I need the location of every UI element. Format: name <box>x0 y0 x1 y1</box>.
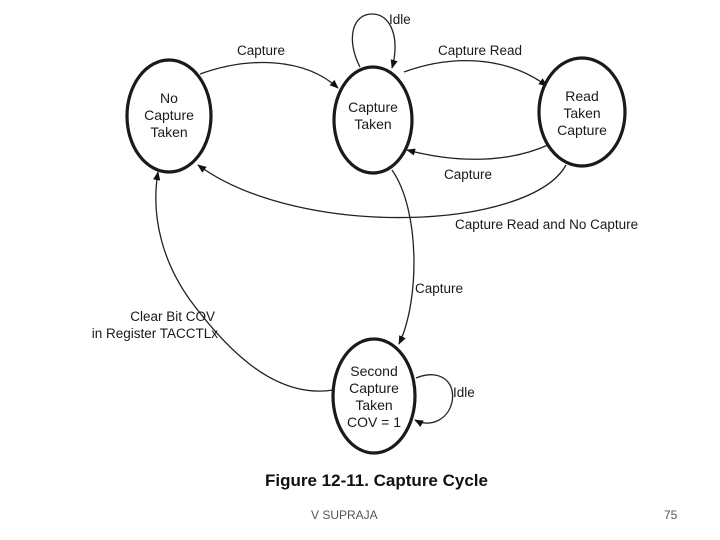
label-capture-down: Capture <box>415 281 463 296</box>
label-idle-bottom: Idle <box>453 385 475 400</box>
state-capture-taken-line-1: Capture <box>348 99 398 115</box>
state-no-capture-line-3: Taken <box>150 124 187 140</box>
state-capture-taken-line-2: Taken <box>354 116 391 132</box>
state-second-capture-line-4: COV = 1 <box>347 414 401 430</box>
label-clear-cov-line-1: Clear Bit COV <box>130 309 215 324</box>
footer-page-number: 75 <box>664 508 678 522</box>
edge-clear-cov <box>153 171 334 392</box>
edge-capture-1 <box>199 61 339 89</box>
label-capture-1: Capture <box>237 43 285 58</box>
footer-author: V SUPRAJA <box>311 508 378 522</box>
state-second-capture-line-2: Capture <box>349 380 399 396</box>
state-read-taken-line-3: Capture <box>557 122 607 138</box>
label-capture-back: Capture <box>444 167 492 182</box>
edge-capture-back <box>406 144 549 160</box>
state-read-taken-line-2: Taken <box>563 105 600 121</box>
edge-idle-top-loop <box>351 13 398 69</box>
label-capture-read: Capture Read <box>438 43 522 58</box>
label-idle-top: Idle <box>389 12 411 27</box>
figure-caption: Figure 12-11. Capture Cycle <box>265 471 488 490</box>
edge-idle-bottom-loop <box>414 374 454 427</box>
state-read-taken-capture: Read Taken Capture <box>537 56 627 168</box>
edge-capture-down <box>391 169 415 345</box>
edge-capture-read <box>403 60 548 87</box>
edge-capture-read-no-capture <box>197 164 567 219</box>
state-second-capture-taken: Second Capture Taken COV = 1 <box>331 337 417 455</box>
state-capture-taken: Capture Taken <box>332 65 414 175</box>
state-no-capture-line-1: No <box>160 90 178 106</box>
state-second-capture-line-1: Second <box>350 363 397 379</box>
label-clear-cov-line-2: in Register TACCTLx <box>92 326 219 341</box>
state-no-capture-line-2: Capture <box>144 107 194 123</box>
label-capture-read-no-capture: Capture Read and No Capture <box>455 217 638 232</box>
state-no-capture-taken: No Capture Taken <box>125 58 213 174</box>
state-second-capture-line-3: Taken <box>355 397 392 413</box>
state-read-taken-line-1: Read <box>565 88 598 104</box>
